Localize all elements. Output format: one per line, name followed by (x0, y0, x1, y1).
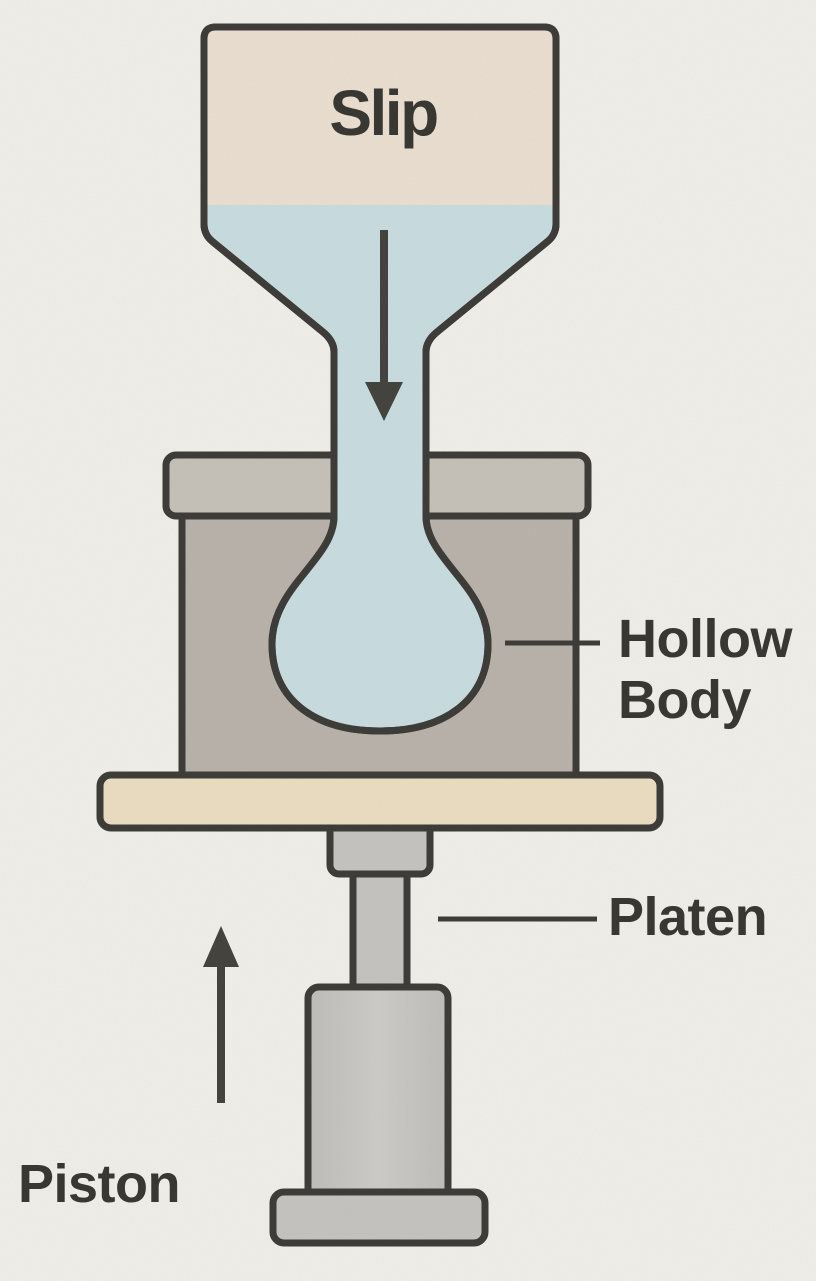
slip-casting-diagram: Slip Hollow Body Platen Piston (0, 0, 816, 1281)
paper-grain-overlay (0, 0, 816, 1281)
